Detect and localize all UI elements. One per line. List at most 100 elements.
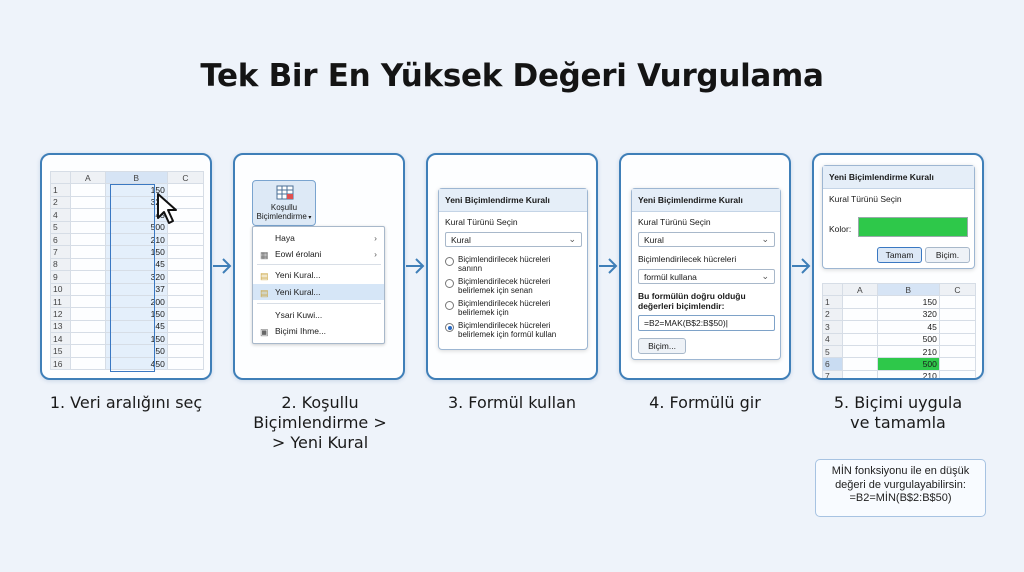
- cell-b[interactable]: 150: [876, 295, 940, 309]
- cell-a[interactable]: [70, 319, 106, 334]
- row-number[interactable]: 8: [50, 257, 71, 272]
- cell-c[interactable]: [938, 320, 977, 334]
- cell-b[interactable]: 500: [876, 332, 940, 346]
- cell-a[interactable]: [842, 307, 878, 322]
- rule-type-select[interactable]: Kural ⌄: [638, 232, 775, 247]
- cell-b[interactable]: 210: [876, 369, 940, 378]
- ok-button[interactable]: Tamam: [877, 247, 922, 263]
- cell-a[interactable]: [70, 344, 106, 358]
- format-button[interactable]: Biçim...: [638, 338, 686, 354]
- format-button[interactable]: Biçim.: [925, 247, 970, 263]
- column-header-c[interactable]: C: [938, 282, 977, 297]
- column-header-b[interactable]: B: [104, 170, 168, 185]
- cell-a[interactable]: [70, 356, 106, 371]
- menu-item-color-scales[interactable]: ▦ Eowl érolani ›: [253, 246, 383, 262]
- cells-select[interactable]: formül kullana ⌄: [638, 269, 775, 284]
- cell-a[interactable]: [70, 183, 106, 197]
- cell-a[interactable]: [70, 307, 106, 321]
- cell-a[interactable]: [70, 232, 106, 247]
- row-number[interactable]: 1: [822, 295, 843, 309]
- cell-c[interactable]: [938, 295, 977, 309]
- cell-a[interactable]: [70, 332, 106, 346]
- cell-a[interactable]: [70, 282, 106, 296]
- cell-c[interactable]: [938, 344, 977, 359]
- cell-a[interactable]: [842, 344, 878, 359]
- cell-a[interactable]: [842, 357, 878, 371]
- cell-b[interactable]: 500: [104, 220, 168, 234]
- cell-a[interactable]: [842, 295, 878, 309]
- row-number[interactable]: 15: [50, 344, 71, 358]
- column-header-a[interactable]: A: [70, 170, 106, 185]
- menu-item-new-rule[interactable]: ▤ Yeni Kural...: [253, 267, 383, 283]
- cell-c[interactable]: [166, 245, 205, 259]
- cell-c[interactable]: [166, 332, 205, 346]
- cell-c[interactable]: [938, 369, 977, 378]
- row-number[interactable]: 1: [50, 183, 71, 197]
- cell-a[interactable]: [70, 220, 106, 234]
- menu-item-clear-rules[interactable]: Ysari Kuwi...: [253, 307, 383, 323]
- rule-option-2[interactable]: Biçimlendirilecek hücreleri belirlemek i…: [445, 277, 585, 295]
- rule-type-select[interactable]: Kural ⌄: [445, 232, 582, 247]
- cell-a[interactable]: [70, 195, 106, 210]
- radio-button[interactable]: [445, 301, 454, 310]
- column-header-c[interactable]: C: [166, 170, 205, 185]
- cell-b[interactable]: 320: [104, 195, 168, 210]
- row-number[interactable]: 4: [50, 208, 71, 222]
- cell-a[interactable]: [70, 294, 106, 309]
- rule-option-1[interactable]: Biçimlendirilecek hücreleri sanınn: [445, 255, 585, 273]
- cell-a[interactable]: [842, 332, 878, 346]
- rule-option-4-formula[interactable]: Biçimlendirilecek hücreleri belirlemek i…: [445, 321, 585, 339]
- cell-c[interactable]: [938, 357, 977, 371]
- cell-a[interactable]: [70, 208, 106, 222]
- row-number[interactable]: 7: [50, 245, 71, 259]
- rule-option-3[interactable]: Biçimlendirilecek hücreleri belirlemek i…: [445, 299, 585, 317]
- cell-b[interactable]: 320: [876, 307, 940, 322]
- row-number[interactable]: 6: [50, 232, 71, 247]
- radio-button[interactable]: [445, 257, 454, 266]
- row-number[interactable]: 14: [50, 332, 71, 346]
- cell-b[interactable]: 150: [104, 245, 168, 259]
- cell-c[interactable]: [166, 232, 205, 247]
- cell-c[interactable]: [166, 319, 205, 334]
- row-number[interactable]: 5: [50, 220, 71, 234]
- cell-b[interactable]: 50: [104, 344, 168, 358]
- cell-c[interactable]: [166, 356, 205, 371]
- menu-item-haya[interactable]: Haya ›: [253, 230, 383, 246]
- cell-c[interactable]: [938, 332, 977, 346]
- radio-button-selected[interactable]: [445, 323, 454, 332]
- cell-a[interactable]: [842, 320, 878, 334]
- cell-b[interactable]: 45: [104, 257, 168, 272]
- cell-b[interactable]: 210: [104, 232, 168, 247]
- cell-c[interactable]: [166, 270, 205, 284]
- cell-c[interactable]: [938, 307, 977, 322]
- menu-item-manage-rules[interactable]: ▣ Biçimi Ihme...: [253, 323, 383, 339]
- cell-a[interactable]: [70, 270, 106, 284]
- row-number[interactable]: 10: [50, 282, 71, 296]
- cell-c[interactable]: [166, 183, 205, 197]
- row-number[interactable]: 9: [50, 270, 71, 284]
- menu-item-new-rule-highlighted[interactable]: ▤ Yeni Kural...: [253, 284, 384, 300]
- radio-button[interactable]: [445, 279, 454, 288]
- column-header-a[interactable]: A: [842, 282, 878, 297]
- row-number[interactable]: 16: [50, 356, 71, 371]
- row-number[interactable]: 5: [822, 344, 843, 359]
- conditional-formatting-button[interactable]: Koşullu Biçimlendirme ▾: [252, 180, 316, 226]
- cell-a[interactable]: [70, 257, 106, 272]
- cell-a[interactable]: [842, 369, 878, 378]
- row-number[interactable]: 12: [50, 307, 71, 321]
- row-number[interactable]: 6: [822, 357, 843, 371]
- row-number[interactable]: 3: [822, 320, 843, 334]
- row-number[interactable]: 13: [50, 319, 71, 334]
- cell-c[interactable]: [166, 344, 205, 358]
- row-number[interactable]: 7: [822, 369, 843, 378]
- cell-b[interactable]: 210: [876, 344, 940, 359]
- cell-b[interactable]: 45: [104, 208, 168, 222]
- cell-c[interactable]: [166, 282, 205, 296]
- row-number[interactable]: 11: [50, 294, 71, 309]
- cell-a[interactable]: [70, 245, 106, 259]
- row-number[interactable]: 2: [50, 195, 71, 210]
- cell-c[interactable]: [166, 220, 205, 234]
- cell-b-highlighted[interactable]: 500: [876, 357, 940, 371]
- color-swatch[interactable]: [858, 217, 968, 237]
- cell-c[interactable]: [166, 294, 205, 309]
